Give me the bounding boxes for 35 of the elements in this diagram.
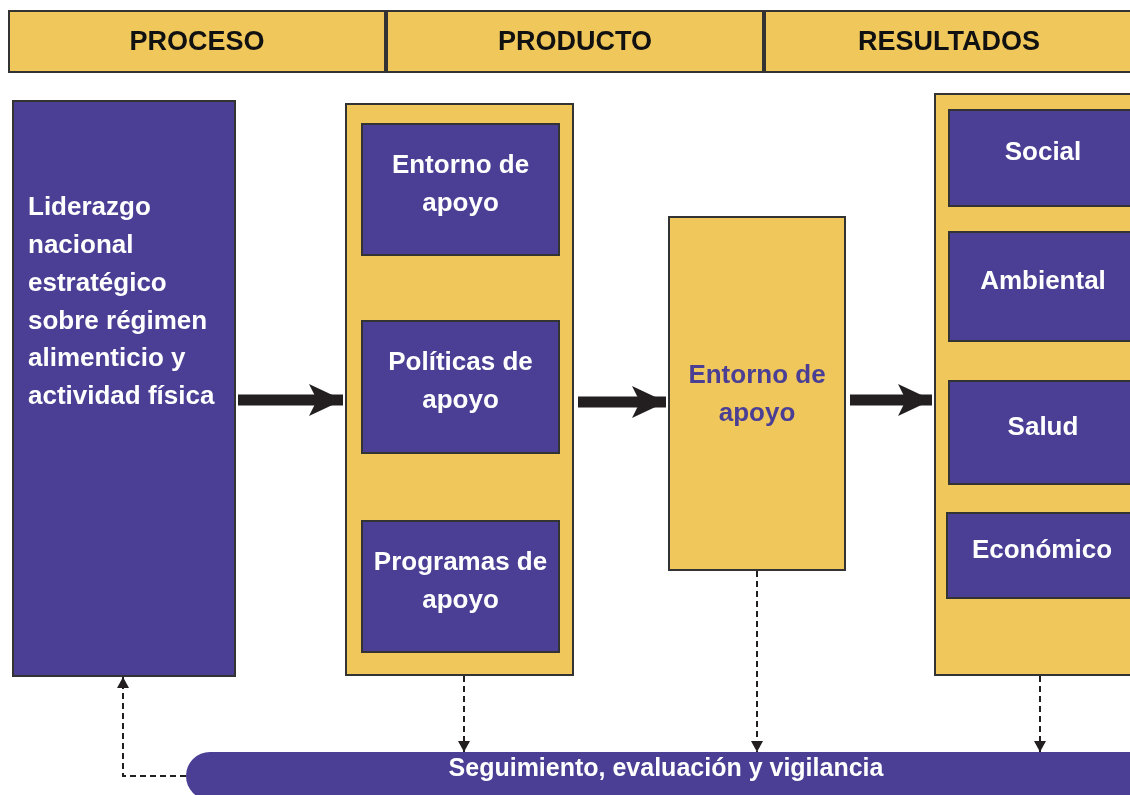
arrow <box>117 676 187 777</box>
arrow <box>751 570 763 753</box>
item-box <box>948 380 1130 485</box>
box-label: Salud <box>1007 409 1079 443</box>
arrow <box>458 675 470 753</box>
box-label: Programas de apoyo <box>372 544 549 616</box>
box-label: PRODUCTO <box>498 24 652 58</box>
box-label: Entorno de apoyo <box>687 357 827 429</box>
item-box <box>361 520 560 653</box>
column-header <box>386 10 764 73</box>
column-header <box>8 10 386 73</box>
box-label: Social <box>1004 135 1082 169</box>
arrow <box>238 384 343 416</box>
panel-box <box>345 103 574 676</box>
box-label: Liderazgo nacional estratégico sobre régimen alimenticio y actividad física <box>28 190 216 412</box>
item-box <box>948 231 1130 342</box>
box-label: Ambiental <box>980 263 1106 297</box>
box-label: Seguimiento, evaluación y vigilancia <box>448 751 884 783</box>
column-header <box>764 10 1130 73</box>
panel-box <box>934 93 1130 676</box>
box-label: Económico <box>971 532 1113 566</box>
box-label: Entorno de apoyo <box>390 147 531 219</box>
item-box <box>946 512 1130 599</box>
monitoring-bar <box>186 752 1130 795</box>
arrow <box>578 386 666 418</box>
box-label: PROCESO <box>129 24 265 58</box>
item-box <box>361 123 560 256</box>
box-label: Políticas de apoyo <box>387 345 534 416</box>
item-box <box>361 320 560 454</box>
arrow <box>850 384 932 416</box>
box-label: RESULTADOS <box>858 24 1040 58</box>
output-box <box>668 216 846 571</box>
arrow <box>1034 675 1046 753</box>
item-box <box>948 109 1130 207</box>
process-box <box>12 100 236 677</box>
